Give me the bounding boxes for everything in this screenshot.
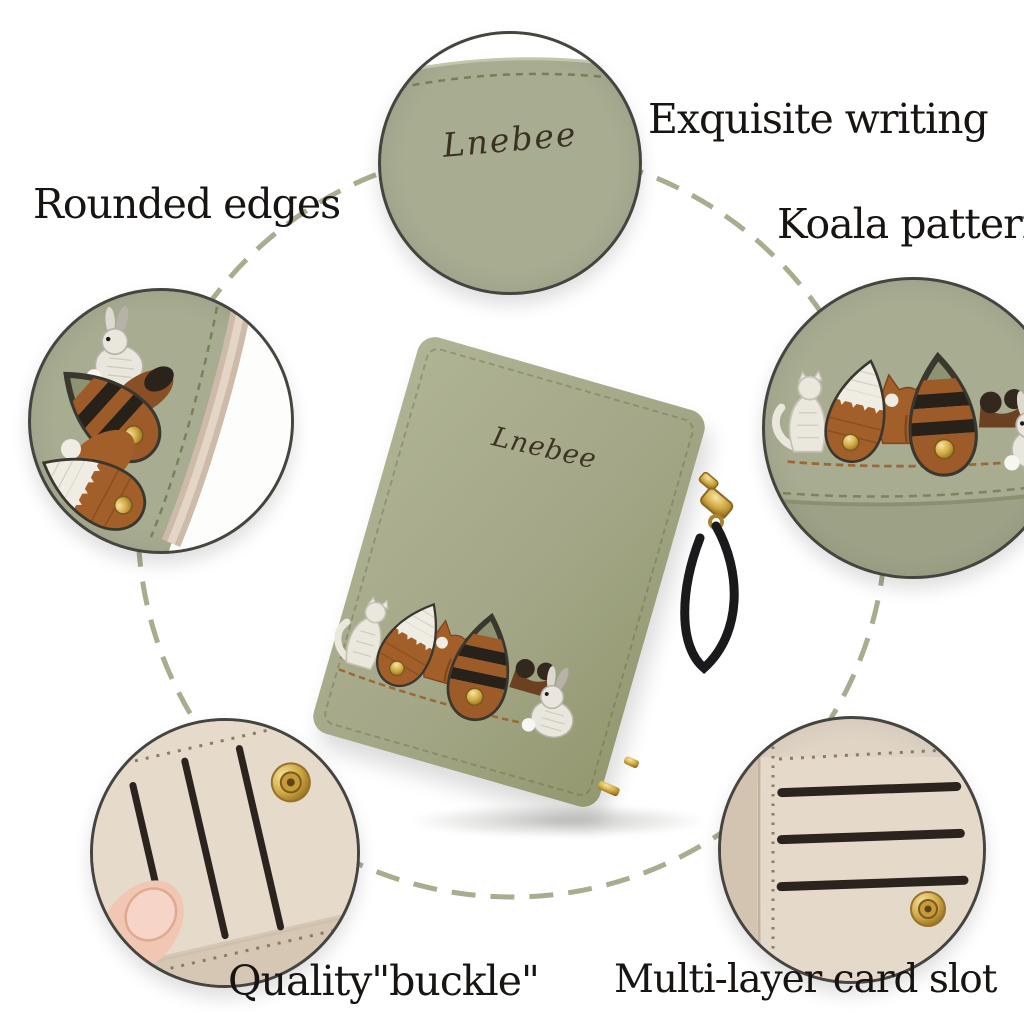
card-slit [776,875,969,892]
callout-circle-buckle [90,718,360,988]
label-rounded-edges: Rounded edges [33,180,341,228]
embroidered-animals-closeup [31,301,181,542]
callout-circle-writing: Lnebee [378,31,642,295]
seam-stitch [768,486,1024,498]
snap-button-icon [270,762,311,803]
wallet-shadow [408,804,708,838]
seam-stitch [138,913,357,978]
embroidered-animals-band [319,570,603,753]
label-quality-buckle: Quality"buckle" [228,957,540,1005]
card-slit [777,781,962,798]
wallet-fold-edge [721,719,757,981]
seam-stitch [386,72,634,92]
brand-script-on-wallet: Lnebee [489,421,600,476]
callout-circle-koala-pattern [762,277,1024,579]
card-slit [235,745,285,931]
card-slit [776,828,965,845]
seam-stitch [778,747,966,761]
snap-button-icon [910,891,946,927]
callout-circle-rounded-edges [28,288,294,554]
leather-top-edge [381,34,639,76]
card-slit [181,757,229,940]
callout-circle-card-slots [718,716,986,984]
seam-stitch [149,306,219,538]
label-koala-pattern: Koala pattern [777,200,1024,248]
embroidered-animals-closeup [776,354,1024,476]
label-multi-layer-card-slot: Multi-layer card slot [614,957,997,1002]
label-exquisite-writing: Exquisite writing [648,95,989,143]
thumb-finger [98,880,184,974]
